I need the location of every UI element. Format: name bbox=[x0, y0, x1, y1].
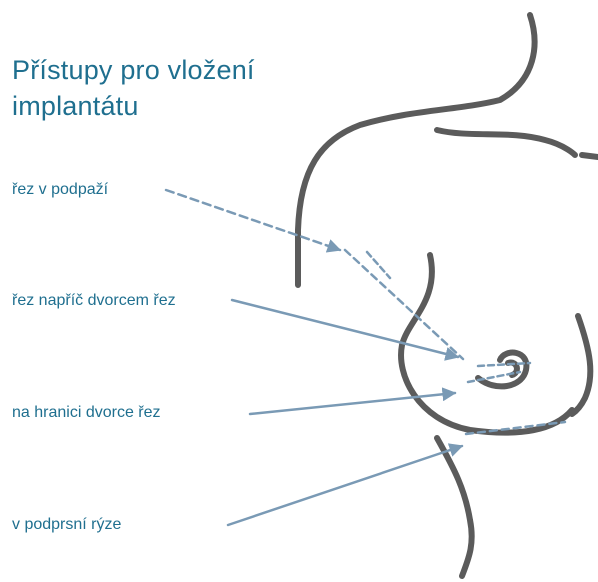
axillary-dashed-arrow bbox=[166, 190, 340, 250]
transareolar-dashed-line bbox=[478, 363, 530, 366]
breast-right-contour bbox=[572, 316, 590, 414]
breast-left-contour bbox=[401, 255, 572, 433]
lower-torso-contour bbox=[437, 438, 472, 576]
chest-contour-end bbox=[582, 155, 598, 157]
chest-contour bbox=[437, 130, 575, 155]
shoulder-contour bbox=[298, 15, 535, 285]
inframammary-arrow bbox=[228, 446, 462, 525]
